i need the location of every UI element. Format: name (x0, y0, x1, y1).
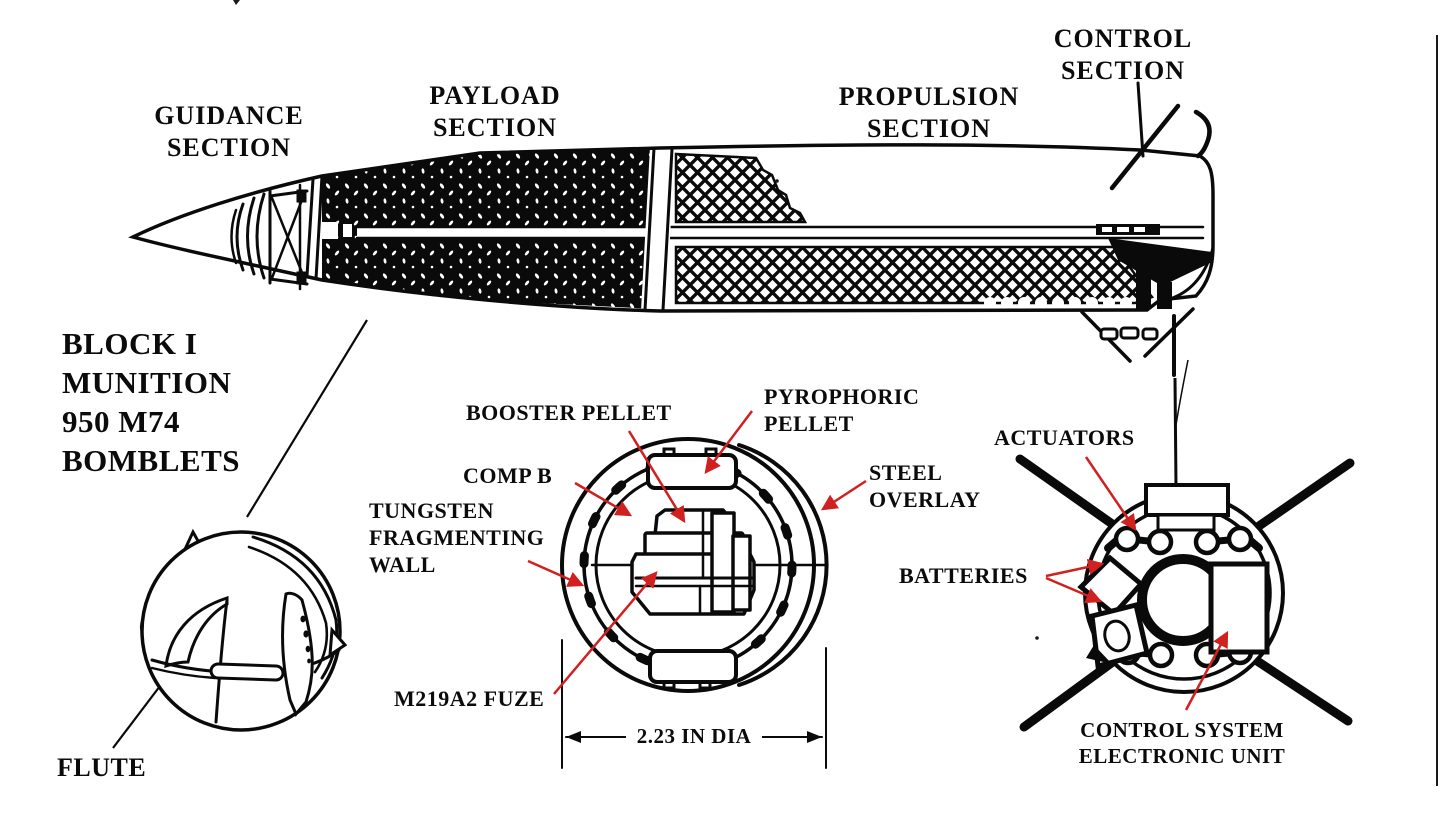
flute-label: FLUTE (57, 753, 147, 782)
electronic-unit-label: CONTROL SYSTEM ELECTRONIC UNIT (1078, 718, 1286, 768)
bomblet-cross-section (560, 437, 829, 769)
batteries-label: BATTERIES (899, 563, 1028, 588)
propulsion-section-label: PROPULSION SECTION (838, 82, 1020, 143)
tail-fin-hardware (1080, 307, 1195, 377)
comp-b-label: COMP B (463, 463, 553, 488)
payload-section-label: PAYLOAD SECTION (429, 81, 561, 142)
red-callout-arrows (527, 410, 1229, 711)
tungsten-wall-label: TUNGSTEN FRAGMENTING WALL (369, 498, 545, 577)
fuze-arrow (553, 571, 658, 695)
guidance-section-label: GUIDANCE SECTION (154, 101, 304, 162)
actuators-label: ACTUATORS (994, 425, 1135, 450)
control-section-pointer-line (1136, 81, 1145, 158)
sphere-rivet-dots (300, 615, 311, 664)
pyrophoric-pellet-label: PYROPHORIC PELLET (764, 384, 920, 436)
bomblet-pointer-line (246, 319, 368, 518)
tungsten-wall-arrow (527, 559, 585, 587)
comp-b-arrow (574, 481, 633, 517)
propulsion-section-propellant (674, 152, 1155, 305)
diameter-dimension (561, 639, 827, 769)
control-view-connector-line (1173, 359, 1189, 487)
batteries-arrow-lower (1045, 576, 1103, 604)
control-section-label: CONTROL SECTION (1053, 24, 1193, 85)
steel-overlay-label: STEEL OVERLAY (869, 460, 981, 512)
central-tube (355, 225, 1205, 240)
steel-overlay-arrow (820, 479, 867, 511)
pyrophoric-pellet-arrow (704, 410, 753, 474)
electronic-unit-box (1208, 561, 1270, 655)
diameter-dimension-label: 2.23 IN DIA (636, 724, 752, 748)
scan-artifacts (233, 0, 1438, 786)
booster-pellet-arrow (627, 430, 686, 524)
fuze-assembly (630, 508, 756, 616)
missile-cutaway-drawing (128, 81, 1215, 377)
control-section-internals (1096, 224, 1215, 309)
batteries-arrow-upper (1045, 558, 1105, 578)
tail-fins-upper (1109, 103, 1212, 191)
block-munition-label: BLOCK I MUNITION 950 M74 BOMBLETS (62, 326, 240, 478)
control-section-rear-view (1015, 454, 1355, 732)
guidance-section-internals (230, 174, 324, 291)
fuze-label: M219A2 FUZE (394, 686, 545, 711)
bomblet-sphere-drawing (140, 528, 348, 732)
bottom-pellet-shape (648, 649, 738, 690)
electronic-unit-arrow (1184, 630, 1229, 711)
flute-pointer-line (112, 685, 161, 749)
booster-pellet-label: BOOSTER PELLET (466, 400, 672, 425)
mounting-lug (1144, 483, 1230, 517)
actuators-arrow (1084, 456, 1137, 532)
